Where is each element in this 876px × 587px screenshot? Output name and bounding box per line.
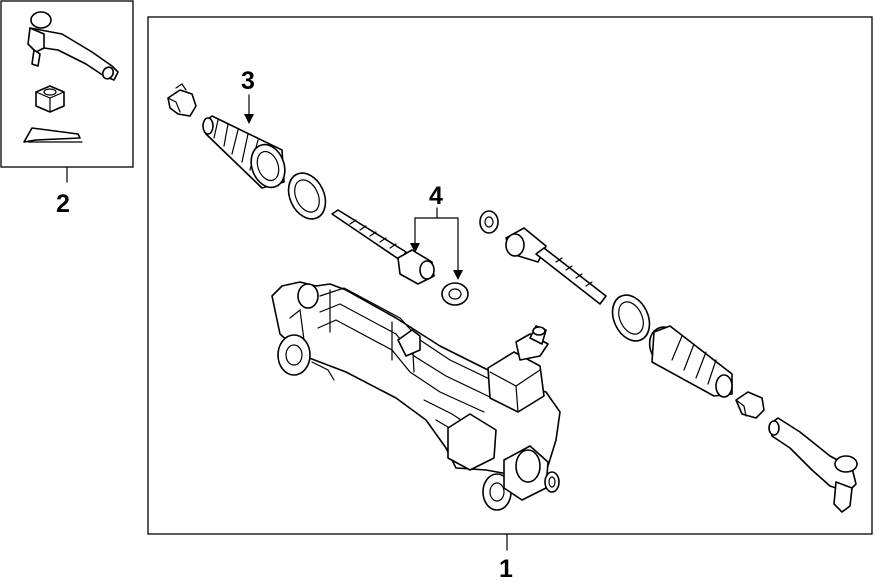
right-boot-band (611, 294, 651, 342)
right-small-clamp (735, 391, 765, 419)
left-boot (202, 115, 286, 189)
inner-tie-rod-washer (441, 282, 469, 306)
right-tie-rod-end (768, 417, 858, 513)
rack-end-fitting (482, 445, 560, 511)
rack-housing (271, 281, 561, 481)
kit-nut (35, 85, 65, 113)
inner-tie-rod-left (331, 209, 435, 285)
assembly-frame (147, 16, 873, 535)
callout-1: 1 (499, 555, 513, 583)
leader-arrow-4 (410, 207, 463, 280)
left-small-clamp (167, 83, 197, 117)
right-boot (648, 325, 733, 398)
kit-cotter-pin (23, 127, 83, 143)
right-nut (479, 210, 499, 234)
leader-arrow-3 (244, 94, 254, 124)
kit-tie-rod-end (27, 11, 119, 81)
left-boot-band (287, 172, 327, 220)
callout-3: 3 (241, 67, 255, 95)
callout-4: 4 (429, 182, 443, 210)
callout-2: 2 (56, 190, 70, 218)
inner-tie-rod-right (505, 227, 607, 305)
pinion-valve-housing (487, 325, 549, 413)
